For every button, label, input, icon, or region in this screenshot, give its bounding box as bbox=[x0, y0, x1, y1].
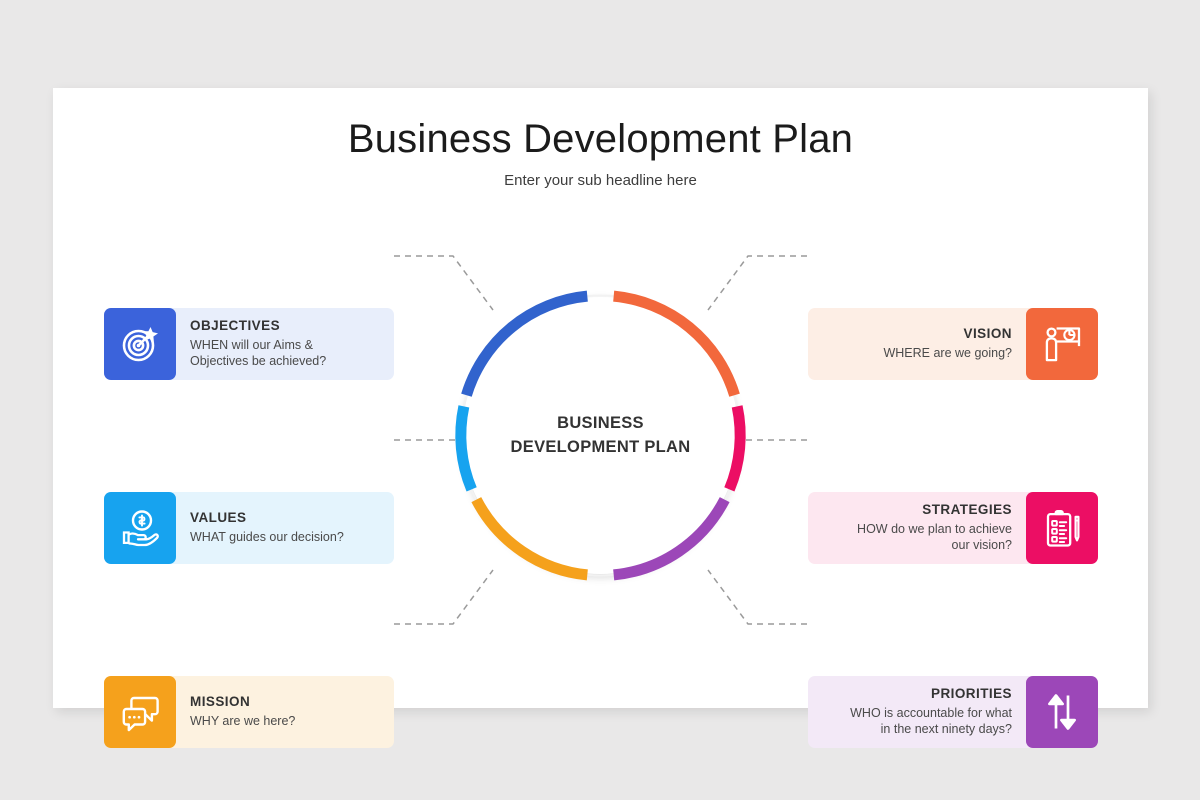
card-text: VISION WHERE are we going? bbox=[808, 326, 1026, 362]
card-title: STRATEGIES bbox=[922, 501, 1012, 517]
page-title: Business Development Plan bbox=[347, 117, 854, 161]
card-text: OBJECTIVES WHEN will our Aims & Objectiv… bbox=[176, 318, 394, 370]
card-priorities[interactable]: PRIORITIES WHO is accountable for what i… bbox=[808, 676, 1098, 748]
donut-segments bbox=[455, 290, 746, 581]
card-title: MISSION bbox=[190, 694, 251, 710]
card-title: OBJECTIVES bbox=[190, 317, 281, 333]
card-title: VALUES bbox=[190, 510, 247, 526]
card-strategies[interactable]: STRATEGIES HOW do we plan to achieve our… bbox=[808, 492, 1098, 564]
card-description: WHEN will our Aims & Objectives be achie… bbox=[190, 337, 327, 369]
chat-bubbles-icon bbox=[104, 676, 176, 748]
segment-vision bbox=[613, 290, 740, 397]
card-description: WHO is accountable for what in the next … bbox=[850, 705, 1012, 737]
card-description: WHERE are we going? bbox=[883, 346, 1012, 361]
card-text: VALUES WHAT guides our decision? bbox=[176, 510, 394, 546]
donut-center-label: BUSINESS DEVELOPMENT PLAN bbox=[453, 288, 748, 583]
center-line-1: BUSINESS bbox=[557, 413, 644, 432]
card-description: WHAT guides our decision? bbox=[190, 530, 344, 545]
card-title: VISION bbox=[963, 326, 1012, 342]
card-text: MISSION WHY are we here? bbox=[176, 694, 394, 730]
card-description: WHY are we here? bbox=[190, 714, 296, 729]
page-subtitle: Enter your sub headline here bbox=[504, 172, 697, 189]
segment-strategies bbox=[724, 405, 746, 492]
segment-mission bbox=[471, 497, 588, 581]
segment-values bbox=[455, 405, 477, 492]
presentation-slide: Business Development Plan Enter your sub… bbox=[53, 88, 1148, 748]
card-text: PRIORITIES WHO is accountable for what i… bbox=[808, 686, 1026, 738]
card-values[interactable]: VALUES WHAT guides our decision? bbox=[104, 492, 394, 564]
hand-coin-icon bbox=[104, 492, 176, 564]
card-mission[interactable]: MISSION WHY are we here? bbox=[104, 676, 394, 748]
clipboard-pen-icon bbox=[1026, 492, 1098, 564]
card-vision[interactable]: VISION WHERE are we going? bbox=[808, 308, 1098, 380]
card-objectives[interactable]: OBJECTIVES WHEN will our Aims & Objectiv… bbox=[104, 308, 394, 380]
card-text: STRATEGIES HOW do we plan to achieve our… bbox=[808, 502, 1026, 554]
up-down-arrows-icon bbox=[1026, 676, 1098, 748]
card-title: PRIORITIES bbox=[930, 685, 1012, 701]
donut-chart: BUSINESS DEVELOPMENT PLAN bbox=[453, 288, 748, 583]
presentation-icon bbox=[1026, 308, 1098, 380]
segment-priorities bbox=[613, 497, 730, 581]
target-icon bbox=[104, 308, 176, 380]
center-line-2: DEVELOPMENT PLAN bbox=[510, 437, 691, 456]
card-description: HOW do we plan to achieve our vision? bbox=[857, 521, 1012, 553]
segment-objectives bbox=[461, 290, 588, 397]
donut-plate bbox=[462, 297, 739, 574]
